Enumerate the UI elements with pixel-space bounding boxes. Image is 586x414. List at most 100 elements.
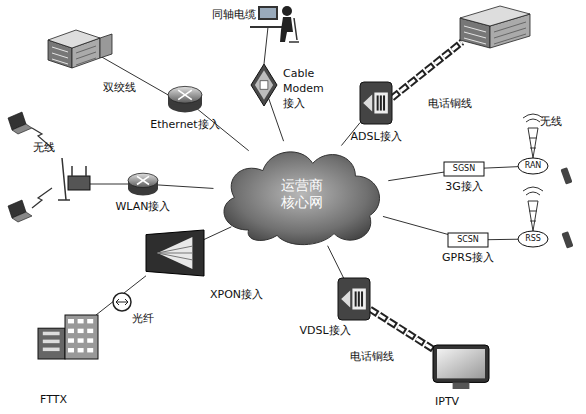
radio-tower: [523, 187, 543, 195]
router-icon: [178, 90, 192, 100]
link-connector: [96, 276, 146, 315]
link-connector: [269, 98, 284, 141]
node-label: FTTX: [40, 393, 90, 407]
office-building: [100, 34, 112, 58]
node-label: IPTV: [435, 395, 485, 409]
medium-label: 双绞线: [103, 81, 136, 95]
link-connector: [328, 246, 344, 278]
connector-layer: [96, 98, 518, 349]
router-icon: [128, 173, 158, 195]
link-connector: [96, 276, 146, 315]
iptv-set: [437, 349, 485, 378]
link-connector: [383, 216, 448, 234]
vdsl-device: [341, 291, 350, 308]
sgsn-box: [444, 162, 484, 176]
copper-line-connector: [370, 309, 433, 349]
link-connector: [269, 98, 284, 141]
cable-modem-diamond: [251, 64, 277, 106]
vdsl-device: [355, 291, 357, 306]
link-connector: [488, 239, 518, 240]
link-connector: [484, 167, 518, 168]
xpon-device: [146, 230, 204, 276]
base-station-ellipse: RSS: [518, 231, 548, 247]
node-label: Ethernet接入: [143, 118, 227, 132]
office-building: [52, 47, 68, 64]
vdsl-device: [358, 291, 360, 306]
iptv-set: [433, 345, 489, 382]
iptv-set: [433, 345, 489, 389]
cable-modem-diamond: [251, 64, 277, 106]
computer-user: [280, 17, 293, 42]
medium-label: 无线: [33, 141, 55, 155]
twisted-pair-wire: [100, 56, 170, 96]
fttx-building: [78, 329, 84, 333]
sgsn-box: [444, 162, 484, 176]
node-label: Cable Modem 接入: [283, 66, 329, 111]
access-point: [58, 158, 90, 200]
node-label: ADSL接入: [348, 130, 404, 144]
coax-cable: [264, 27, 268, 64]
cable-modem-diamond: Cable Modem 接入: [251, 64, 277, 106]
computer-user: [250, 6, 299, 42]
fttx-building: [78, 319, 84, 323]
node-label: 3G接入: [436, 180, 492, 194]
edge-label: 光纤: [132, 312, 154, 326]
router-icon: [168, 86, 202, 112]
adsl-device: [360, 82, 392, 124]
access-point: [68, 176, 90, 190]
access-point: [58, 158, 86, 200]
office-building: [76, 46, 96, 65]
fttx-building: [43, 348, 60, 352]
node-label: SCSN: [448, 235, 488, 245]
laptop: [12, 212, 32, 222]
link-connector: [383, 216, 448, 234]
cable-modem-diamond: [260, 81, 268, 89]
fttx-building: [87, 329, 93, 333]
mobile-phone: [561, 231, 573, 248]
medium-label: 无线: [540, 115, 562, 129]
twisted-pair-wire: [100, 56, 170, 96]
link-connector: [158, 185, 214, 188]
office-building: [48, 30, 100, 48]
router-icon: [128, 172, 158, 196]
optical-splitter: [113, 293, 131, 311]
optical-splitter: [113, 293, 131, 311]
vdsl-device: [352, 289, 365, 310]
sgsn-box: SGSN3G接入: [444, 162, 484, 176]
xpon-device: [158, 246, 193, 260]
fttx-building: [68, 348, 74, 352]
residential-building: [460, 6, 530, 26]
router-icon: Ethernet接入: [168, 85, 202, 113]
fttx-building: FTTX: [38, 315, 98, 359]
phone-copper-wire: [392, 42, 462, 98]
adsl-device: [380, 95, 382, 110]
link-connector: [388, 172, 444, 181]
coax-cable: [264, 27, 268, 64]
router-icon: [168, 86, 202, 103]
fttx-building: [87, 338, 93, 342]
node-label: RAN: [518, 161, 548, 171]
vdsl-device: [338, 278, 370, 320]
xpon-device: [146, 230, 204, 276]
fttx-building: [68, 338, 74, 342]
adsl-device: [377, 95, 379, 110]
adsl-device: [360, 82, 392, 124]
scsn-box: [448, 233, 488, 247]
router-icon: [168, 85, 202, 113]
adsl-device: [383, 95, 385, 110]
node-label: GPRS接入: [436, 251, 500, 265]
router-icon: [137, 176, 149, 184]
fttx-building: [68, 329, 74, 333]
phone-copper-wire: [392, 42, 462, 98]
wireless-signal: [32, 188, 52, 208]
wlan-wire: [90, 184, 128, 185]
computer-user: [260, 8, 276, 18]
residential-building: [494, 22, 526, 44]
medium-label: 同轴电缆: [212, 8, 256, 22]
xpon-device: [158, 237, 193, 269]
link-connector: [484, 167, 518, 168]
link-connector: [488, 239, 518, 240]
node-label: XPON接入: [210, 288, 274, 302]
scsn-box: SCSNGPRS接入: [448, 233, 488, 247]
